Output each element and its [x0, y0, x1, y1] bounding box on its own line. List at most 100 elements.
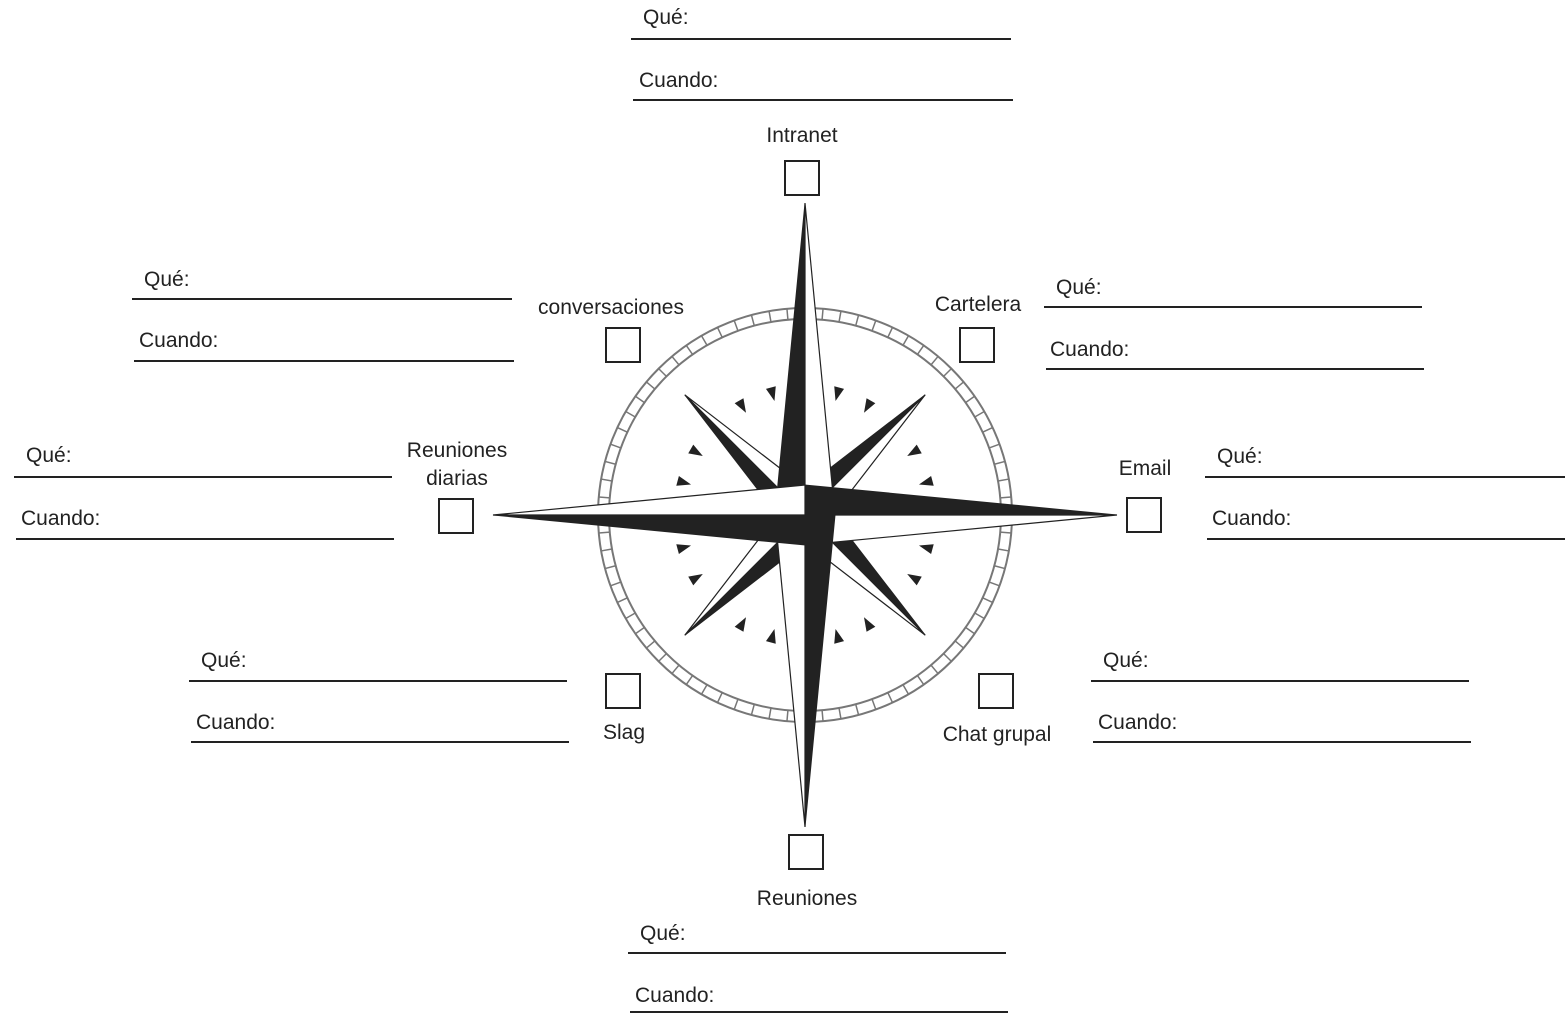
compass-ring-segment: [733, 320, 739, 332]
channel-label-cartelera: Cartelera: [934, 293, 1022, 316]
what-input-line[interactable]: [14, 476, 392, 478]
compass-tick: [834, 386, 845, 402]
when-label: Cuando:: [139, 329, 219, 352]
compass-ring-segment: [982, 597, 993, 604]
compass-ring-segment: [645, 381, 656, 390]
compass-ring-segment: [598, 496, 610, 499]
channel-label-reuniones: Reuniones: [756, 887, 858, 910]
compass-ring-segment: [982, 426, 993, 433]
when-input-line[interactable]: [633, 99, 1013, 101]
compass-ring-segment: [994, 460, 1006, 465]
compass-ring-segment: [671, 355, 680, 366]
what-label: Qué:: [640, 922, 686, 945]
compass-ring-segment: [768, 311, 772, 323]
compass-ring-segment: [625, 612, 636, 620]
compass-tick: [765, 386, 776, 402]
checkbox-reuniones[interactable]: [788, 834, 824, 870]
channel-label-email: Email: [1118, 457, 1172, 480]
compass-ticks: [676, 386, 934, 644]
compass-tick: [907, 574, 922, 586]
compass-tick: [688, 574, 703, 586]
what-input-line[interactable]: [1044, 306, 1422, 308]
compass-ring-segment: [786, 308, 789, 320]
compass-ring-segment: [635, 626, 645, 635]
compass-tick: [734, 398, 746, 413]
compass-tick: [907, 444, 922, 456]
compass-ring-segment: [838, 311, 842, 323]
compass-ring-segment: [1000, 496, 1012, 499]
what-label: Qué:: [1103, 649, 1149, 672]
compass-ring-segment: [871, 320, 877, 332]
compass-ring-segment: [965, 395, 975, 404]
compass-ring-segment: [965, 626, 975, 635]
checkbox-reuniones-diarias[interactable]: [438, 498, 474, 534]
checkbox-slag[interactable]: [605, 673, 641, 709]
what-label: Qué:: [1056, 276, 1102, 299]
compass-ring-segment: [887, 327, 894, 338]
when-input-line[interactable]: [1207, 538, 1565, 540]
compass-ring-segment: [716, 692, 723, 703]
channel-label-chat-grupal: Chat grupal: [942, 723, 1052, 746]
compass-ring-segment: [930, 355, 939, 366]
compass-ring-segment: [821, 710, 824, 722]
checkbox-email[interactable]: [1126, 497, 1162, 533]
when-input-line[interactable]: [191, 741, 569, 743]
compass-ring-segment: [700, 684, 708, 695]
compass-tick: [918, 544, 934, 555]
what-label: Qué:: [144, 268, 190, 291]
compass-tick: [734, 617, 746, 632]
when-label: Cuando:: [196, 711, 276, 734]
when-label: Cuando:: [635, 984, 715, 1007]
compass-ring-segment: [916, 675, 925, 685]
what-label: Qué:: [1217, 445, 1263, 468]
what-input-line[interactable]: [631, 38, 1011, 40]
channel-label-slag: Slag: [602, 721, 646, 744]
compass-ring-segment: [645, 640, 656, 649]
compass-ring-segment: [1000, 531, 1012, 534]
compass-ring-segment: [604, 565, 616, 570]
when-input-line[interactable]: [1093, 741, 1471, 743]
what-input-line[interactable]: [628, 952, 1006, 954]
compass-tick: [864, 617, 876, 632]
compass-ring-segment: [750, 314, 755, 326]
compass-ring-segment: [750, 704, 755, 716]
compass-tick: [918, 475, 934, 486]
compass-ring-segment: [635, 395, 645, 404]
what-label: Qué:: [26, 444, 72, 467]
compass-tick: [676, 475, 692, 486]
what-input-line[interactable]: [189, 680, 567, 682]
channel-label-intranet: Intranet: [766, 124, 838, 147]
compass-tick: [765, 628, 776, 644]
checkbox-intranet[interactable]: [784, 160, 820, 196]
checkbox-cartelera[interactable]: [959, 327, 995, 363]
checkbox-chat-grupal[interactable]: [978, 673, 1014, 709]
when-label: Cuando:: [1050, 338, 1130, 361]
what-input-line[interactable]: [1205, 476, 1565, 478]
when-input-line[interactable]: [16, 538, 394, 540]
compass-ring-segment: [617, 597, 628, 604]
compass-ring-segment: [994, 565, 1006, 570]
compass-ring-segment: [671, 664, 680, 675]
compass-tick: [688, 444, 703, 456]
compass-ring-segment: [943, 368, 952, 377]
compass-ring-segment: [716, 327, 723, 338]
what-input-line[interactable]: [1091, 680, 1469, 682]
when-input-line[interactable]: [630, 1011, 1008, 1013]
when-label: Cuando:: [21, 507, 101, 530]
compass-ring-segment: [601, 478, 613, 482]
what-input-line[interactable]: [132, 298, 512, 300]
compass-ring-segment: [974, 410, 985, 418]
compass-ring-segment: [988, 581, 1000, 587]
compass-ring-segment: [855, 314, 860, 326]
compass-tick: [864, 398, 876, 413]
compass-point-west-light-half: [492, 484, 806, 516]
when-input-line[interactable]: [134, 360, 514, 362]
checkbox-conversaciones[interactable]: [605, 327, 641, 363]
compass-ring-segment: [700, 335, 708, 346]
compass-ring-segment: [658, 653, 667, 662]
when-input-line[interactable]: [1046, 368, 1424, 370]
compass-ring-segment: [943, 653, 952, 662]
compass-ring-segment: [871, 698, 877, 710]
compass-ring-segment: [768, 707, 772, 719]
channel-label-conversaciones: conversaciones: [538, 296, 684, 319]
